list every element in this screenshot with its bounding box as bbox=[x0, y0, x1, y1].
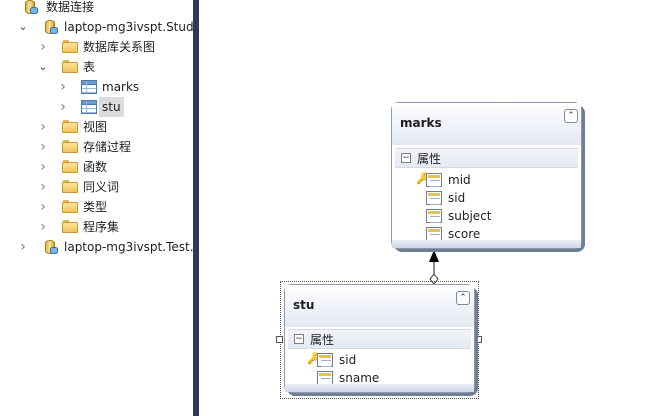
entity-stu[interactable]: stu ⌃ − 属性 🔑 sid sname bbox=[284, 284, 475, 393]
entity-header[interactable]: stu ⌃ bbox=[285, 285, 474, 327]
tree-node-assemblies[interactable]: › 程序集 bbox=[0, 217, 193, 237]
folder-icon bbox=[62, 220, 78, 234]
column-icon bbox=[426, 173, 442, 187]
column-name: mid bbox=[448, 173, 471, 187]
column-name: subject bbox=[448, 209, 492, 223]
folder-icon bbox=[62, 200, 78, 214]
column-name: sname bbox=[339, 371, 380, 385]
diagram-canvas[interactable]: marks ⌃ − 属性 🔑 mid sid subject score bbox=[199, 0, 653, 416]
tree-root-data-connections[interactable]: 数据连接 bbox=[0, 0, 193, 17]
tree-label: 函数 bbox=[83, 160, 108, 174]
tree-node-table-marks[interactable]: › marks bbox=[0, 77, 193, 97]
tree-label-selected: stu bbox=[99, 97, 124, 117]
tree-label: marks bbox=[102, 80, 140, 94]
entity-title: stu bbox=[293, 298, 315, 312]
tree-label: 存储过程 bbox=[83, 140, 132, 154]
entity-title: marks bbox=[400, 116, 442, 130]
resize-handle-left[interactable] bbox=[276, 336, 283, 343]
column-icon bbox=[426, 227, 442, 241]
tree-label: 程序集 bbox=[83, 220, 120, 234]
tree-node-database-diagrams[interactable]: › 数据库关系图 bbox=[0, 37, 193, 57]
tree-label: 数据连接 bbox=[46, 0, 95, 14]
properties-header[interactable]: − 属性 bbox=[288, 329, 471, 349]
column-name: sid bbox=[448, 191, 466, 205]
chevron-right-icon[interactable]: › bbox=[40, 199, 46, 215]
key-icon: 🔑 bbox=[416, 172, 430, 185]
tree-label: 同义词 bbox=[83, 180, 120, 194]
tree-node-connection-1[interactable]: ⌄ laptop-mg3ivspt.Stude bbox=[0, 17, 201, 37]
database-icon bbox=[22, 0, 38, 14]
chevron-right-icon[interactable]: › bbox=[40, 39, 46, 55]
properties-header[interactable]: − 属性 bbox=[395, 148, 578, 168]
properties-label: 属性 bbox=[417, 152, 442, 166]
chevron-right-icon[interactable]: › bbox=[20, 239, 26, 255]
chevron-right-icon[interactable]: › bbox=[40, 139, 46, 155]
table-icon bbox=[81, 100, 97, 114]
column-icon bbox=[426, 209, 442, 223]
panel-splitter[interactable] bbox=[193, 0, 199, 416]
tree-node-table-stu[interactable]: › stu bbox=[0, 97, 193, 117]
tree-label: laptop-mg3ivspt.Test.c bbox=[64, 240, 201, 254]
resize-handle-right[interactable] bbox=[475, 336, 482, 343]
folder-icon bbox=[62, 40, 78, 54]
minus-icon[interactable]: − bbox=[401, 153, 411, 163]
tree-label: 表 bbox=[83, 60, 96, 74]
column-icon bbox=[317, 371, 333, 385]
database-icon bbox=[42, 240, 58, 254]
column-icon bbox=[317, 353, 333, 367]
tree-label: 数据库关系图 bbox=[83, 40, 156, 54]
minus-icon[interactable]: − bbox=[294, 334, 304, 344]
entity-footer bbox=[285, 384, 474, 392]
tree-label: 视图 bbox=[83, 120, 108, 134]
folder-icon bbox=[62, 140, 78, 154]
double-chevron-up-icon[interactable]: ⌃ bbox=[564, 109, 578, 123]
entity-marks[interactable]: marks ⌃ − 属性 🔑 mid sid subject score bbox=[391, 102, 582, 249]
chevron-right-icon[interactable]: › bbox=[40, 219, 46, 235]
tree-node-connection-2[interactable]: › laptop-mg3ivspt.Test.c bbox=[0, 237, 200, 257]
tree-node-functions[interactable]: › 函数 bbox=[0, 157, 193, 177]
chevron-right-icon[interactable]: › bbox=[60, 99, 66, 115]
column-name: sid bbox=[339, 353, 357, 367]
tree-node-stored-procedures[interactable]: › 存储过程 bbox=[0, 137, 193, 157]
entity-header[interactable]: marks ⌃ bbox=[392, 103, 581, 145]
table-icon bbox=[81, 80, 97, 94]
tree-node-synonyms[interactable]: › 同义词 bbox=[0, 177, 193, 197]
server-explorer-tree: 数据连接 ⌄ laptop-mg3ivspt.Stude › 数据库关系图 ⌄ … bbox=[0, 0, 201, 416]
chevron-right-icon[interactable]: › bbox=[40, 119, 46, 135]
folder-icon bbox=[62, 120, 78, 134]
double-chevron-up-icon[interactable]: ⌃ bbox=[456, 291, 470, 305]
tree-label: 类型 bbox=[83, 200, 108, 214]
chevron-down-icon[interactable]: ⌄ bbox=[38, 60, 48, 73]
relationship-arrowhead bbox=[429, 250, 439, 262]
chevron-right-icon[interactable]: › bbox=[60, 79, 66, 95]
database-icon bbox=[42, 20, 58, 34]
column-icon bbox=[426, 191, 442, 205]
key-icon: 🔑 bbox=[307, 352, 321, 365]
tree-node-tables[interactable]: ⌄ 表 bbox=[0, 57, 193, 77]
properties-label: 属性 bbox=[310, 333, 335, 347]
tree-label: laptop-mg3ivspt.Stude bbox=[64, 20, 201, 34]
tree-node-views[interactable]: › 视图 bbox=[0, 117, 193, 137]
chevron-right-icon[interactable]: › bbox=[40, 179, 46, 195]
tree-node-types[interactable]: › 类型 bbox=[0, 197, 193, 217]
folder-icon bbox=[62, 160, 78, 174]
chevron-down-icon[interactable]: ⌄ bbox=[18, 20, 28, 33]
folder-icon bbox=[62, 60, 78, 74]
entity-footer bbox=[392, 240, 581, 248]
chevron-right-icon[interactable]: › bbox=[40, 159, 46, 175]
column-name: score bbox=[448, 227, 481, 241]
folder-icon bbox=[62, 180, 78, 194]
